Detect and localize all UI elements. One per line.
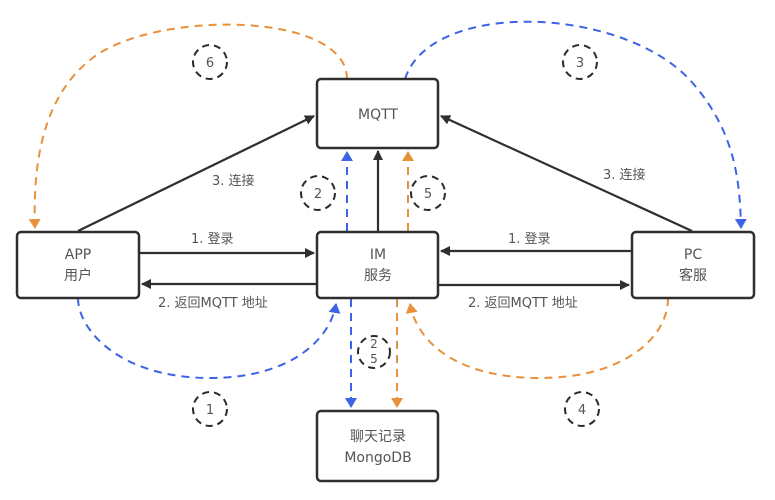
step-6-marker: 6 xyxy=(192,44,228,80)
flow-6-mqtt-to-app xyxy=(28,23,348,229)
step-5-marker: 5 xyxy=(410,175,446,211)
node-pc-label-2: 客服 xyxy=(679,267,707,284)
step-2-label: 2 xyxy=(314,187,322,202)
flow-3-mqtt-to-pc xyxy=(404,20,747,229)
node-im-label-2: 服务 xyxy=(364,268,392,284)
node-mqtt-label: MQTT xyxy=(358,107,398,123)
arrow-app-connect xyxy=(77,115,315,232)
label-pc-login: 1. 登录 xyxy=(508,232,551,247)
step-6-label: 6 xyxy=(206,56,214,71)
label-app-login: 1. 登录 xyxy=(191,232,234,247)
node-mqtt[interactable]: MQTT xyxy=(315,77,440,150)
step-3-marker: 3 xyxy=(562,44,598,80)
step-3-label: 3 xyxy=(576,56,584,71)
label-app-return: 2. 返回MQTT 地址 xyxy=(158,296,268,311)
label-app-connect: 3. 连接 xyxy=(212,173,255,189)
flow-1-app-to-im xyxy=(77,297,341,380)
step-1-marker: 1 xyxy=(192,391,228,427)
step-4-marker: 4 xyxy=(564,391,600,427)
node-pc[interactable]: PC 客服 xyxy=(630,230,756,300)
step-5-label: 5 xyxy=(424,187,432,202)
node-pc-label-1: PC xyxy=(684,247,702,263)
node-im[interactable]: IM 服务 xyxy=(315,230,440,300)
label-pc-return: 2. 返回MQTT 地址 xyxy=(468,296,578,311)
node-mongodb-label-2: MongoDB xyxy=(344,450,411,466)
node-app[interactable]: APP 用户 xyxy=(15,230,141,300)
node-im-label-1: IM xyxy=(370,247,386,263)
step-2-marker: 2 xyxy=(300,175,336,211)
node-mongodb-label-1: 聊天记录 xyxy=(350,429,406,445)
arrow-pc-connect xyxy=(440,114,693,233)
step-1-label: 1 xyxy=(206,403,214,418)
step-2-5-label-bottom: 5 xyxy=(370,352,378,366)
node-app-label-1: APP xyxy=(65,247,91,263)
step-4-label: 4 xyxy=(578,403,586,418)
step-2-5-label-top: 2 xyxy=(370,337,378,351)
node-mongodb[interactable]: 聊天记录 MongoDB xyxy=(315,409,440,483)
label-pc-connect: 3. 连接 xyxy=(603,167,646,183)
step-2-5-marker: 2 5 xyxy=(357,335,391,369)
node-app-label-2: 用户 xyxy=(64,267,92,284)
